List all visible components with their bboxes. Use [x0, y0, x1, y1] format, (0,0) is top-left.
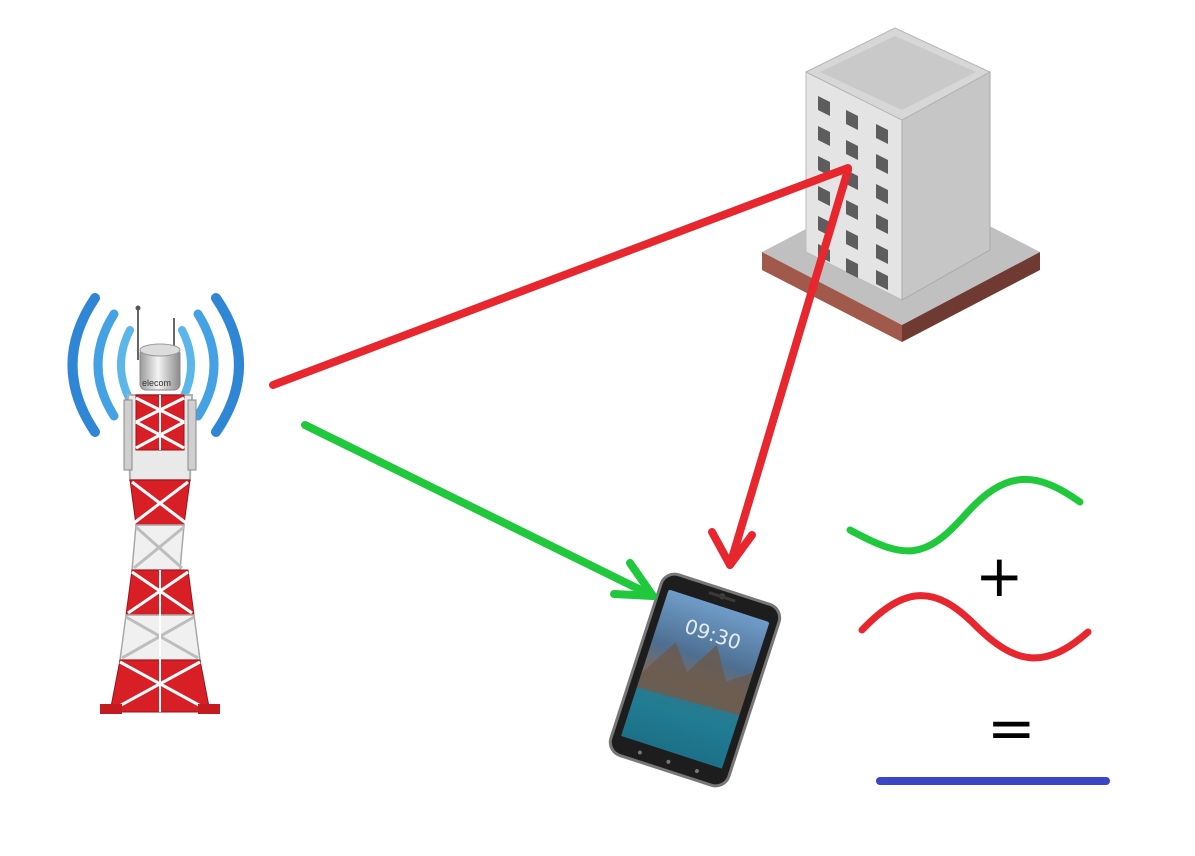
wave-equation: + = — [846, 475, 1110, 785]
cell-tower-icon: elecom — [67, 293, 244, 714]
direct-wave — [846, 475, 1084, 555]
building-windows — [818, 96, 888, 290]
smartphone-icon: 09:30 — [608, 572, 782, 788]
reflected-arrowhead — [708, 528, 756, 569]
reflected-path-to-building — [269, 164, 852, 389]
direct-arrowhead — [610, 559, 657, 600]
tower-lattice — [100, 394, 220, 714]
signal-waves-right-icon — [178, 293, 244, 437]
plus-sign: + — [975, 542, 1024, 610]
reflected-wave — [858, 592, 1092, 662]
tower-label: elecom — [142, 378, 171, 388]
equals-sign: = — [987, 694, 1036, 762]
direct-path — [301, 421, 657, 600]
signal-waves-left-icon — [67, 293, 134, 437]
reflected-path-to-phone — [708, 166, 852, 569]
